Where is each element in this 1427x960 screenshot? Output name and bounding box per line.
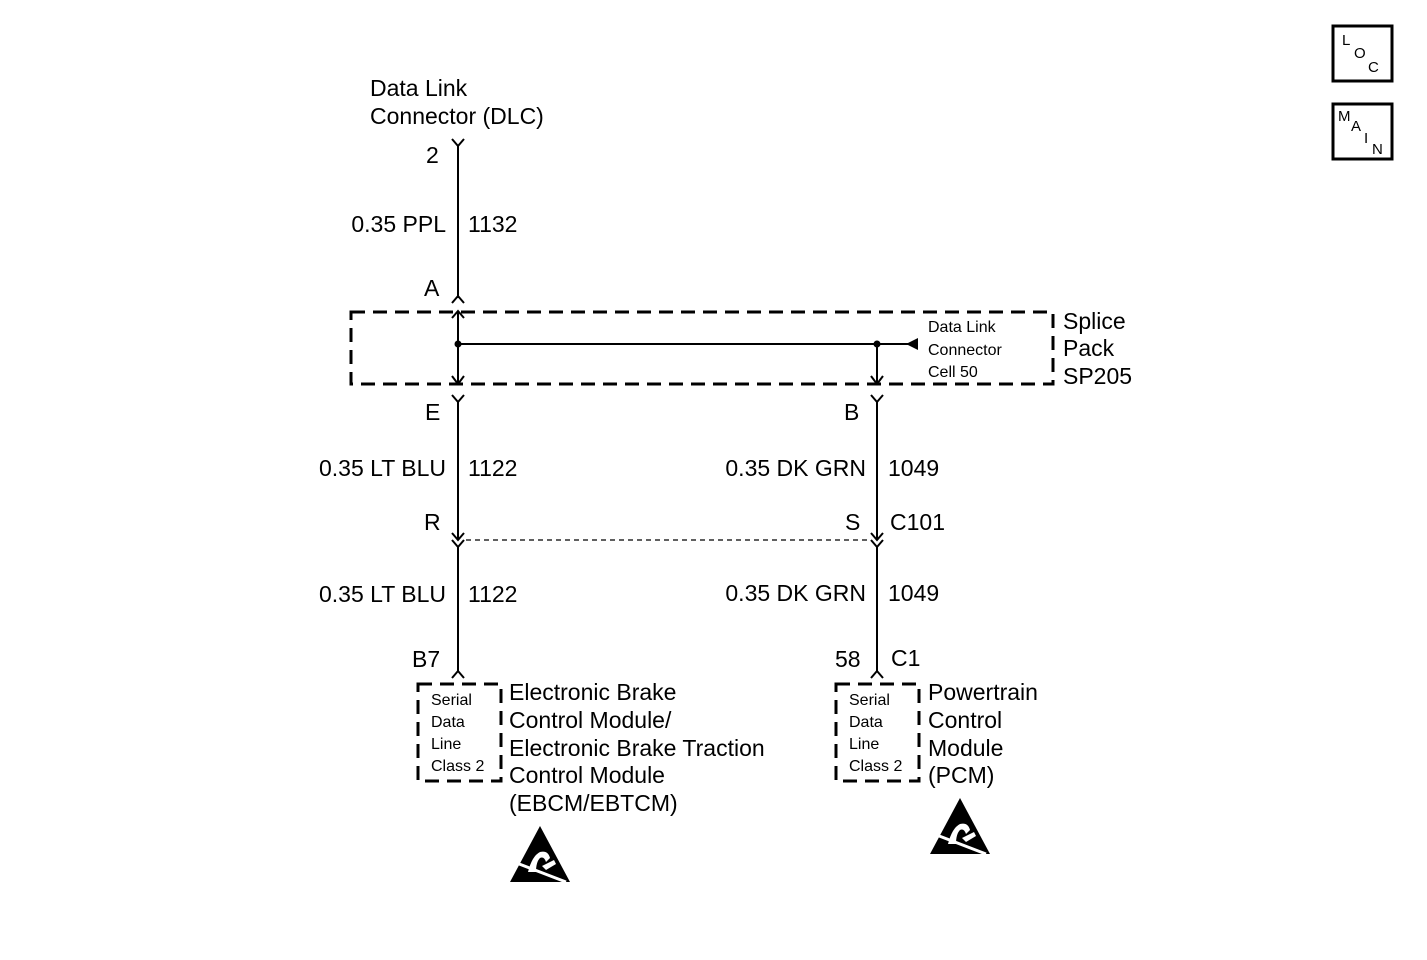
ebcm-pin-connector-symbol	[451, 669, 465, 679]
pin-a-connector-symbol	[451, 294, 465, 304]
c101-pin-r: R	[424, 509, 441, 535]
wire-1122-upper-circuit: 1122	[468, 455, 517, 481]
pcm-connector: C1	[891, 645, 920, 671]
wire-1132-gauge-color: 0.35 PPL	[351, 211, 446, 237]
main-button[interactable]: M A I N	[1331, 102, 1394, 161]
pcm-name-line1: Powertrain	[928, 679, 1038, 705]
splice-pin-e: E	[425, 399, 440, 425]
pcm-pin-connector-symbol	[870, 669, 884, 679]
ebcm-box-line1: Serial	[431, 692, 472, 709]
pcm-pin: 58	[835, 646, 861, 672]
ebcm-name-line4: Control Module	[509, 762, 665, 788]
c101-right-upper-chevron	[870, 532, 884, 542]
cell-label-line3: Cell 50	[928, 364, 978, 381]
ebcm-box-line4: Class 2	[431, 758, 484, 775]
splice-label-line1: Splice	[1063, 308, 1126, 334]
ebcm-name-line1: Electronic Brake	[509, 679, 676, 705]
main-letter-a: A	[1351, 118, 1361, 135]
loc-letter-l: L	[1342, 32, 1350, 49]
pcm-name-line4: (PCM)	[928, 762, 994, 788]
esd-warning-icon	[510, 826, 570, 884]
ebcm-serial-data-box	[416, 682, 503, 783]
splice-label-line3: SP205	[1063, 363, 1132, 389]
ebcm-pin: B7	[412, 646, 440, 672]
pcm-box-line4: Class 2	[849, 758, 902, 775]
splice-pin-b: B	[844, 399, 859, 425]
wire-1049-lower-circuit: 1049	[888, 580, 939, 606]
wire-1122-upper-gauge-color: 0.35 LT BLU	[319, 455, 446, 481]
pcm-name-line3: Module	[928, 735, 1003, 761]
pcm-box-line3: Line	[849, 736, 879, 753]
main-letter-i: I	[1364, 130, 1368, 147]
splice-pin-a: A	[424, 275, 440, 301]
pcm-name-line2: Control	[928, 707, 1002, 733]
ebcm-name-line5: (EBCM/EBTCM)	[509, 790, 678, 816]
pin-e-connector-symbol	[451, 394, 465, 404]
splice-arrow-b	[870, 375, 884, 386]
wire-1049-upper-gauge-color: 0.35 DK GRN	[725, 455, 866, 481]
pcm-box-line2: Data	[849, 714, 883, 731]
wire-1132-circuit: 1132	[468, 211, 517, 237]
wire-1049-upper-circuit: 1049	[888, 455, 939, 481]
ebcm-box-line3: Line	[431, 736, 461, 753]
ebcm-name-line2: Control Module/	[509, 707, 672, 733]
main-letter-n: N	[1372, 141, 1383, 158]
pin-b-connector-symbol	[870, 394, 884, 404]
dlc-title-line2: Connector (DLC)	[370, 103, 544, 129]
c101-connector-name: C101	[890, 509, 945, 535]
ebcm-box-line2: Data	[431, 714, 465, 731]
splice-pack-sp205	[349, 310, 1055, 386]
loc-letter-o: O	[1354, 45, 1366, 62]
splice-label-line2: Pack	[1063, 335, 1115, 361]
wire-1049-lower-gauge-color: 0.35 DK GRN	[725, 580, 866, 606]
c101-pin-s: S	[845, 509, 860, 535]
c101-left-upper-chevron	[451, 532, 465, 542]
dlc-title-line1: Data Link	[370, 75, 468, 101]
main-letter-m: M	[1338, 108, 1351, 125]
dlc-connector-symbol	[451, 138, 465, 148]
cell-label-line1: Data Link	[928, 319, 997, 336]
wire-1122-lower-gauge-color: 0.35 LT BLU	[319, 581, 446, 607]
dlc-pin: 2	[426, 142, 439, 168]
pcm-box-line1: Serial	[849, 692, 890, 709]
loc-button[interactable]: L O C	[1331, 24, 1394, 83]
cell-pointer-arrow	[906, 338, 918, 350]
ebcm-name-line3: Electronic Brake Traction	[509, 735, 765, 761]
loc-letter-c: C	[1368, 59, 1379, 76]
splice-arrow-e	[451, 375, 465, 386]
pcm-serial-data-box	[834, 682, 921, 783]
cell-label-line2: Connector	[928, 342, 1002, 359]
esd-warning-icon	[930, 798, 990, 856]
wire-1122-lower-circuit: 1122	[468, 581, 517, 607]
splice-node-left	[454, 340, 462, 348]
